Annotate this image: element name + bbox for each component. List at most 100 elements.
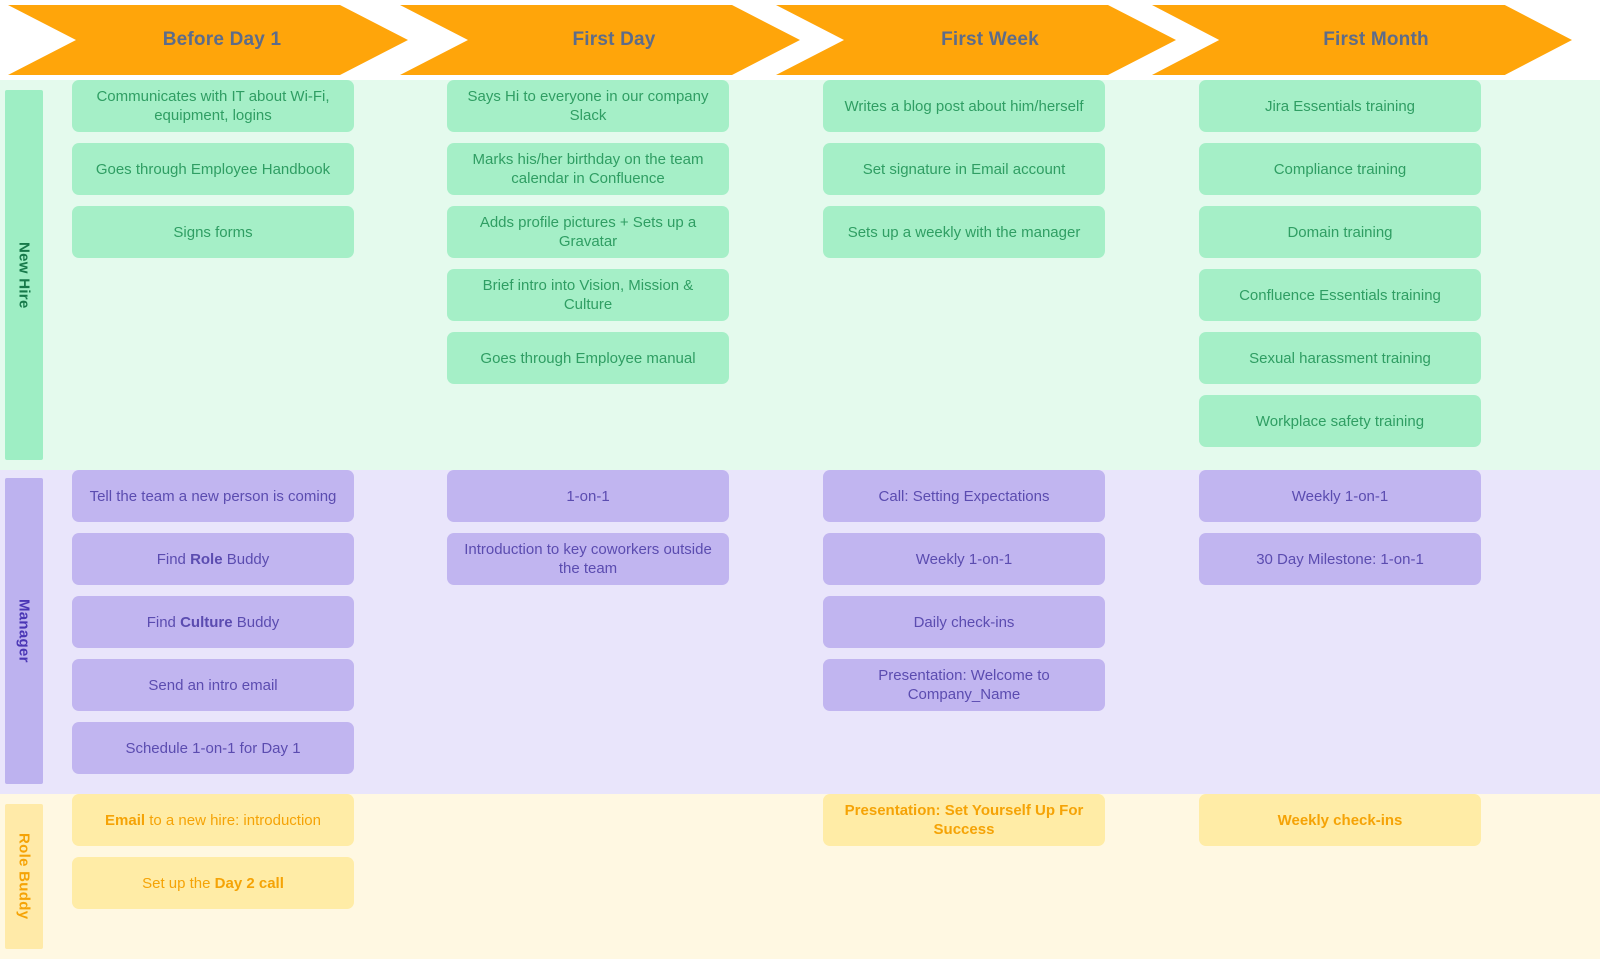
task-card-segment: Find xyxy=(146,613,181,631)
task-card[interactable]: Confluence Essentials training xyxy=(1199,269,1481,321)
task-card[interactable]: Weekly check-ins xyxy=(1199,794,1481,846)
task-card-segment: Buddy xyxy=(232,613,280,631)
task-card-text: Adds profile pictures + Sets up a Gravat… xyxy=(479,214,697,250)
lane-column-first-month: Weekly 1-on-1 30 Day Milestone: 1-on-1 xyxy=(1199,470,1481,805)
task-card-segment: Buddy xyxy=(222,550,270,568)
task-card-text: Daily check-ins xyxy=(913,613,1015,631)
task-card[interactable]: Weekly 1-on-1 xyxy=(1199,470,1481,522)
task-card[interactable]: Find Culture Buddy xyxy=(72,596,354,648)
task-card[interactable]: Schedule 1-on-1 for Day 1 xyxy=(72,722,354,774)
task-card[interactable]: Compliance training xyxy=(1199,143,1481,195)
task-card-text: Writes a blog post about him/herself xyxy=(844,97,1084,115)
task-card-text: Compliance training xyxy=(1273,160,1407,178)
task-card[interactable]: Communicates with IT about Wi-Fi, equipm… xyxy=(72,80,354,132)
phase-chevron-before-day-1[interactable]: Before Day 1 xyxy=(8,5,408,75)
task-card-text: Weekly check-ins xyxy=(1277,811,1403,829)
task-card[interactable]: Signs forms xyxy=(72,206,354,258)
task-card-text: Sets up a weekly with the manager xyxy=(847,223,1081,241)
swimlane-role-buddy: Role Buddy Email to a new hire: introduc… xyxy=(0,794,1600,959)
task-card-text: Schedule 1-on-1 for Day 1 xyxy=(125,739,301,757)
phase-label: Before Day 1 xyxy=(162,29,282,50)
task-card-text: Jira Essentials training xyxy=(1264,97,1416,115)
task-card[interactable]: 1-on-1 xyxy=(447,470,729,522)
task-card[interactable]: Marks his/her birthday on the team calen… xyxy=(447,143,729,195)
task-card-text: Tell the team a new person is coming xyxy=(89,487,337,505)
task-card[interactable]: Says Hi to everyone in our company Slack xyxy=(447,80,729,132)
task-card[interactable]: Email to a new hire: introduction xyxy=(72,794,354,846)
phase-label: First Week xyxy=(941,29,1039,50)
task-card[interactable]: Jira Essentials training xyxy=(1199,80,1481,132)
task-card-text: 1-on-1 xyxy=(566,487,610,505)
task-card-text: Confluence Essentials training xyxy=(1239,286,1441,304)
lane-label-text: Role Buddy xyxy=(15,833,33,920)
task-card[interactable]: Brief intro into Vision, Mission & Cultu… xyxy=(447,269,729,321)
task-card-segment: Set up the xyxy=(142,874,215,892)
task-card[interactable]: Weekly 1-on-1 xyxy=(823,533,1105,585)
task-card[interactable]: Writes a blog post about him/herself xyxy=(823,80,1105,132)
task-card-emphasis: Role xyxy=(190,550,223,568)
task-card[interactable]: Domain training xyxy=(1199,206,1481,258)
phase-label: First Day xyxy=(572,29,656,50)
task-card-text: Presentation: Set Yourself Up For Succes… xyxy=(844,802,1084,838)
task-card-text: Send an intro email xyxy=(148,676,278,694)
task-card-emphasis: Day 2 call xyxy=(214,874,284,892)
task-card-text: Goes through Employee Handbook xyxy=(95,160,331,178)
phase-label: First Month xyxy=(1323,29,1429,50)
lane-label-role-buddy: Role Buddy xyxy=(5,804,43,949)
task-card[interactable]: 30 Day Milestone: 1-on-1 xyxy=(1199,533,1481,585)
task-card[interactable]: Presentation: Welcome to Company_Name xyxy=(823,659,1105,711)
task-card-text: Weekly 1-on-1 xyxy=(1291,487,1389,505)
task-card[interactable]: Find Role Buddy xyxy=(72,533,354,585)
task-card[interactable]: Goes through Employee Handbook xyxy=(72,143,354,195)
task-card[interactable]: Call: Setting Expectations xyxy=(823,470,1105,522)
task-card-text: Call: Setting Expectations xyxy=(878,487,1050,505)
task-card[interactable]: Daily check-ins xyxy=(823,596,1105,648)
task-card-text: Introduction to key coworkers outside th… xyxy=(464,541,712,577)
lane-column-first-month: Weekly check-ins xyxy=(1199,794,1481,973)
task-card-text: Set signature in Email account xyxy=(862,160,1066,178)
task-card-text: Brief intro into Vision, Mission & Cultu… xyxy=(482,277,694,313)
task-card-segment: to a new hire: introduction xyxy=(145,811,321,829)
task-card-text: Signs forms xyxy=(173,223,253,241)
task-card[interactable]: Sexual harassment training xyxy=(1199,332,1481,384)
task-card[interactable]: Set up the Day 2 call xyxy=(72,857,354,909)
task-card[interactable]: Set signature in Email account xyxy=(823,143,1105,195)
task-card-text: Marks his/her birthday on the team calen… xyxy=(472,151,704,187)
task-card[interactable]: Goes through Employee manual xyxy=(447,332,729,384)
task-card-text: Domain training xyxy=(1287,223,1393,241)
lane-label-new-hire: New Hire xyxy=(5,90,43,460)
task-card[interactable]: Presentation: Set Yourself Up For Succes… xyxy=(823,794,1105,846)
phase-chevron-first-day[interactable]: First Day xyxy=(400,5,800,75)
phase-chevron-first-week[interactable]: First Week xyxy=(776,5,1176,75)
lane-column-first-day: Says Hi to everyone in our company Slack… xyxy=(447,80,729,484)
task-card[interactable]: Introduction to key coworkers outside th… xyxy=(447,533,729,585)
phase-chevron-first-month[interactable]: First Month xyxy=(1152,5,1572,75)
lane-label-text: Manager xyxy=(15,599,33,663)
task-card-emphasis: Email xyxy=(105,811,146,829)
task-card[interactable]: Adds profile pictures + Sets up a Gravat… xyxy=(447,206,729,258)
task-card-text: Goes through Employee manual xyxy=(480,349,696,367)
task-card[interactable]: Send an intro email xyxy=(72,659,354,711)
task-card-text: Communicates with IT about Wi-Fi, equipm… xyxy=(96,88,330,124)
task-card-emphasis: Culture xyxy=(180,613,233,631)
task-card-text: Presentation: Welcome to Company_Name xyxy=(878,667,1050,703)
task-card-text: Workplace safety training xyxy=(1255,412,1425,430)
task-card[interactable]: Tell the team a new person is coming xyxy=(72,470,354,522)
task-card-text: Sexual harassment training xyxy=(1249,349,1431,367)
task-card-text: Weekly 1-on-1 xyxy=(915,550,1013,568)
task-card-text: Find Role Buddy xyxy=(157,550,270,569)
task-card[interactable]: Sets up a weekly with the manager xyxy=(823,206,1105,258)
task-card[interactable]: Workplace safety training xyxy=(1199,395,1481,447)
swimlane-new-hire: New Hire Communicates with IT about Wi-F… xyxy=(0,80,1600,470)
phase-header-bar: Before Day 1 First Day First Week First … xyxy=(0,0,1600,80)
lane-columns: Communicates with IT about Wi-Fi, equipm… xyxy=(0,80,1600,484)
